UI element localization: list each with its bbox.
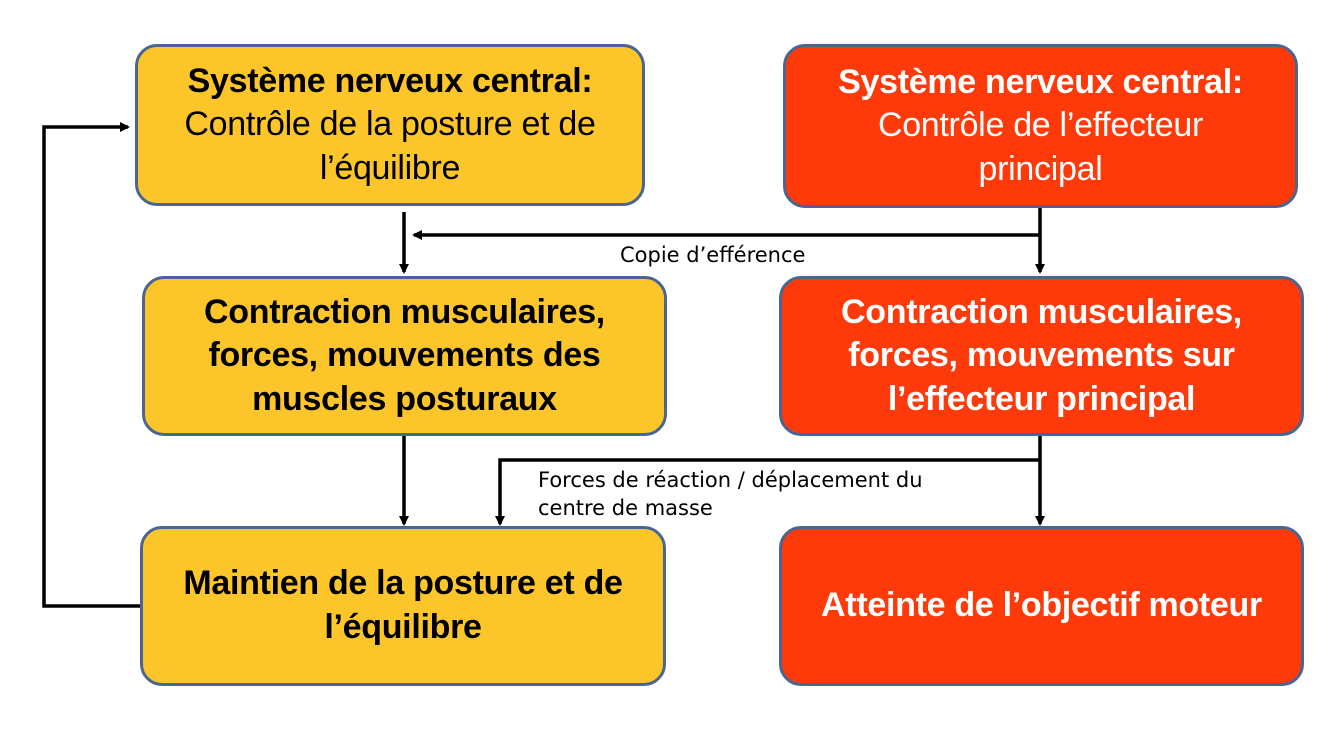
cns-effector-control-box: Système nerveux central: Contrôle de l’e…	[783, 44, 1298, 208]
efference-copy-label: Copie d’efférence	[620, 243, 806, 267]
cns-posture-title: Système nerveux central:	[187, 61, 593, 100]
reaction-forces-arrow	[495, 458, 1040, 526]
cns-posture-line-1: Contrôle de la posture et de	[184, 105, 596, 144]
cns-posture-control-box: Système nerveux central: Contrôle de la …	[135, 44, 645, 206]
posture-maintenance-line-1: Maintien de la posture et de	[183, 564, 623, 603]
effector-contraction-line-3: l’effecteur principal	[887, 379, 1196, 418]
effector-contraction-box: Contraction musculaires, forces, mouveme…	[779, 276, 1304, 436]
reaction-forces-label-line-2: centre de masse	[538, 496, 713, 521]
motor-goal-box: Atteinte de l’objectif moteur	[779, 526, 1304, 686]
effector-contraction-line-2: forces, mouvements sur	[848, 336, 1235, 375]
cns-posture-line-2: l’équilibre	[319, 148, 461, 187]
posture-maintenance-box: Maintien de la posture et de l’équilibre	[140, 526, 666, 686]
cns-effector-line-2: principal	[978, 149, 1103, 188]
reaction-forces-label: Forces de réaction / déplacement du cent…	[538, 466, 923, 523]
postural-contraction-line-1: Contraction musculaires,	[204, 292, 605, 331]
cns-effector-line-1: Contrôle de l’effecteur	[877, 106, 1204, 145]
posture-maintenance-line-2: l’équilibre	[324, 608, 482, 646]
postural-contraction-line-2: forces, mouvements des	[208, 336, 601, 375]
feedback-loop-arrow	[42, 122, 140, 608]
motor-goal-line-1: Atteinte de l’objectif moteur	[821, 586, 1262, 625]
reaction-forces-label-line-1: Forces de réaction / déplacement du	[538, 468, 923, 492]
effector-contraction-line-1: Contraction musculaires,	[841, 292, 1242, 331]
cns-effector-title: Système nerveux central:	[838, 62, 1243, 101]
postural-contraction-box: Contraction musculaires, forces, mouveme…	[142, 276, 667, 436]
postural-contraction-line-3: muscles posturaux	[252, 379, 557, 418]
